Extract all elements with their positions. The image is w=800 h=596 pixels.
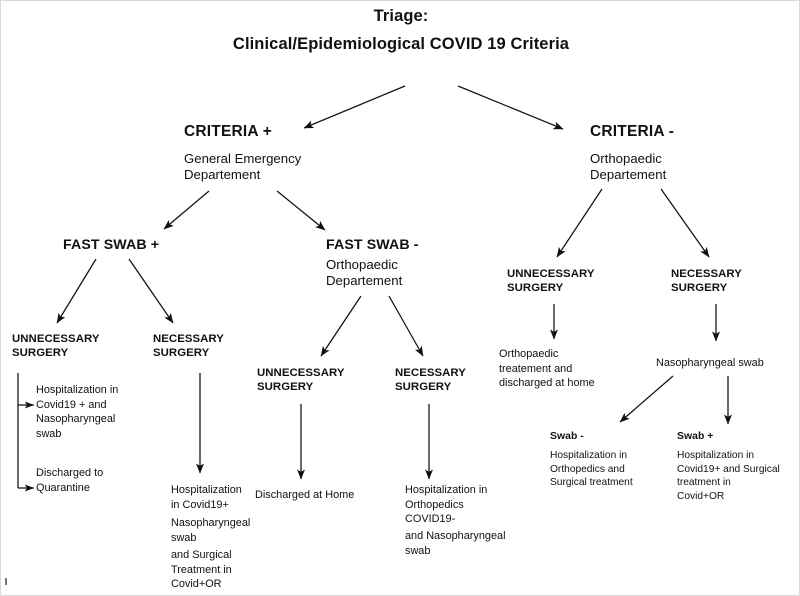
arrow-title-to-criteria-positive [303, 85, 406, 129]
node-swab-positive-label: Swab + [677, 431, 714, 442]
arrow-fsp-to-necessary [128, 258, 174, 324]
node-criteria-positive-sub: General Emergency Departement [184, 151, 302, 183]
arrow-fsn-to-necessary [388, 295, 424, 357]
diagram-title-line2: Clinical/Epidemiological COVID 19 Criter… [232, 35, 570, 53]
node-cn-necessary-outcome: Nasopharyngeal swab [656, 357, 764, 369]
node-swab-negative-label: Swab - [550, 431, 584, 442]
node-fsp-necessary-outcome-part1: Hospitalization in Covid19+ [171, 484, 242, 511]
node-criteria-negative-sub: Orthopaedic Departement [590, 151, 667, 183]
arrow-swab-to-negative [619, 375, 674, 423]
diagram-title-line1: Triage: [373, 7, 429, 25]
node-fsn-unnecessary-header: UNNECESSARY SURGERY [257, 367, 345, 393]
arrow-criteria-positive-to-fast-swab-positive [163, 190, 210, 230]
node-swab-negative-text: Hospitalization in Orthopedics and Surgi… [550, 450, 633, 489]
node-fsp-necessary-header: NECESSARY SURGERY [153, 333, 224, 359]
node-fsn-unnecessary-outcome: Discharged at Home [255, 489, 355, 501]
arrow-criteria-negative-to-unnecessary [556, 188, 603, 258]
node-fsn-necessary-header: NECESSARY SURGERY [395, 367, 466, 393]
arrow-criteria-positive-to-fast-swab-negative [276, 190, 326, 231]
node-criteria-negative-header: CRITERIA - [590, 123, 675, 140]
node-fsp-necessary-outcome-part2: Nasopharyngeal swab [171, 517, 251, 544]
node-fsn-necessary-outcome-part1: Hospitalization in Orthopedics COVID19- [405, 484, 488, 525]
arrow-fsn-to-unnecessary [320, 295, 362, 357]
node-fsp-necessary-outcome-part3: and Surgical Treatment in Covid+OR [171, 549, 232, 590]
arrow-title-to-criteria-negative [457, 85, 564, 130]
node-criteria-positive-header: CRITERIA + [184, 123, 272, 140]
node-fsp-unnecessary-outcome-1: Hospitalization in Covid19 + and Nasopha… [36, 384, 119, 440]
node-fast-swab-negative-header: FAST SWAB - [326, 237, 419, 253]
node-fast-swab-positive-header: FAST SWAB + [63, 237, 160, 253]
node-swab-positive-text: Hospitalization in Covid19+ and Surgical… [677, 450, 780, 503]
node-fsp-unnecessary-outcome-2: Discharged to Quarantine [36, 467, 104, 494]
node-cn-unnecessary-outcome: Orthopaedic treatement and discharged at… [499, 348, 595, 389]
arrow-criteria-negative-to-necessary [660, 188, 710, 258]
node-fast-swab-negative-sub: Orthopaedic Departement [326, 257, 403, 289]
arrow-fsp-to-unnecessary [56, 258, 97, 324]
node-cn-unnecessary-header: UNNECESSARY SURGERY [507, 268, 595, 294]
node-cn-necessary-header: NECESSARY SURGERY [671, 268, 742, 294]
scan-artifact-mark [5, 578, 7, 585]
node-fsp-unnecessary-header: UNNECESSARY SURGERY [12, 333, 100, 359]
node-fsn-necessary-outcome-part2: and Nasopharyngeal swab [405, 530, 506, 557]
